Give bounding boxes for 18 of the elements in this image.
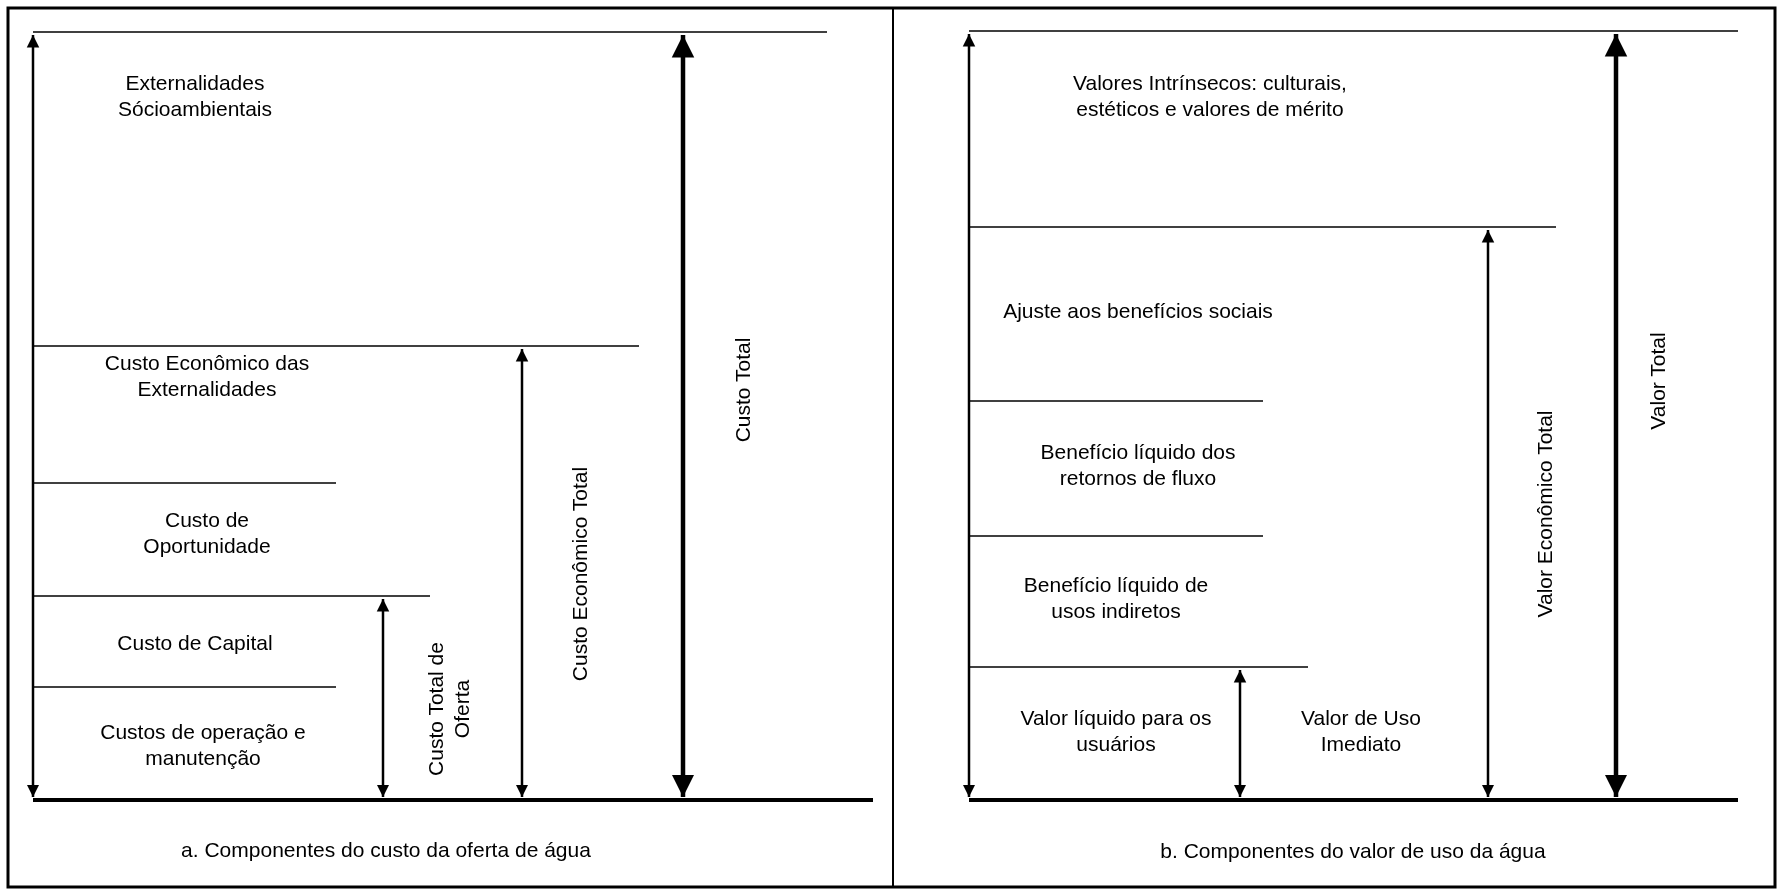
dimension-label: Custo Total <box>730 336 755 445</box>
band-label: Benefício líquido de usos indiretos <box>1022 572 1210 624</box>
band-label: Custo Econômico das Externalidades <box>103 350 311 402</box>
dimension-label: Valor Total <box>1645 331 1670 432</box>
dimension-label: Valor Econômico Total <box>1532 409 1557 620</box>
band-label: Valores Intrínsecos: culturais, estéticos e valores de mérito <box>1072 70 1348 122</box>
panel-caption: a. Componentes do custo da oferta de água <box>180 837 592 863</box>
dimension-label: Custo Econômico Total <box>567 465 592 684</box>
band-label: Valor líquido para os usuários <box>1019 705 1213 757</box>
band-label: Custo de Oportunidade <box>142 507 272 559</box>
band-label: Benefício líquido dos retornos de fluxo <box>1039 439 1237 491</box>
band-label: Externalidades Sócioambientais <box>116 70 274 122</box>
panel-caption: b. Componentes do valor de uso da água <box>1159 838 1547 864</box>
dimension-label: Valor de Uso Imediato <box>1300 705 1422 757</box>
band-label: Custos de operação e manutenção <box>99 719 307 771</box>
band-label: Ajuste aos benefícios sociais <box>1003 298 1273 324</box>
band-label: Custo de Capital <box>116 630 274 656</box>
dimension-label: Custo Total de Oferta <box>423 641 474 778</box>
